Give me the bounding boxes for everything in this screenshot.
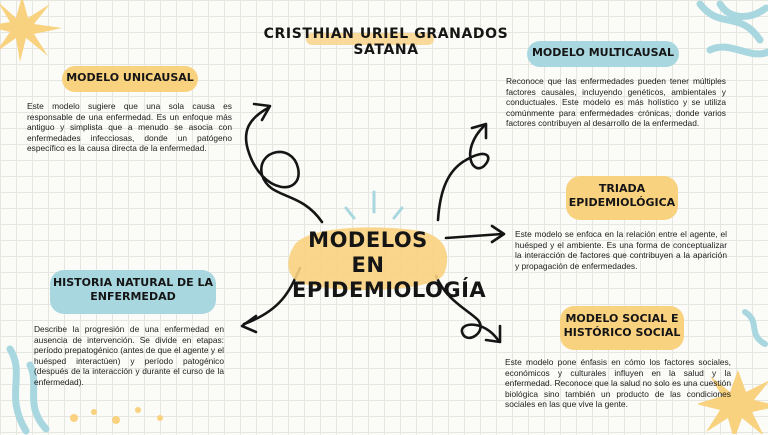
multicausal-description: Reconoce que las enfermedades pueden ten… [506,76,726,129]
triada-title-line2: EPIDEMIOLÓGICA [568,195,676,209]
social-title-line2: HISTÓRICO SOCIAL [563,325,681,339]
multicausal-title: MODELO MULTICAUSAL [531,46,675,59]
center-sparkle-lines [344,190,404,220]
unicausal-title-pill [62,66,198,92]
center-yellow-blob [288,227,448,290]
triada-title-pill [566,176,678,220]
arrow-to-triada [444,232,504,240]
blue-flourish-right [742,309,768,347]
historia-title: HISTORIA NATURAL DE LA ENFERMEDAD [50,276,216,304]
arrowhead-social [484,324,502,344]
yellow-splash-bottom-right [698,370,768,434]
unicausal-title: MODELO UNICAUSAL [66,71,194,84]
historia-description: Describe la progresión de una enfermedad… [34,324,224,387]
social-description: Este modelo pone énfasis en cómo los fac… [505,357,731,410]
social-title: MODELO SOCIAL E HISTÓRICO SOCIAL [560,312,684,340]
arrowhead-unicausal [252,102,272,122]
social-title-line1: MODELO SOCIAL E [565,312,679,325]
arrow-to-multicausal [436,124,490,222]
unicausal-description: Este modelo sugiere que una sola causa e… [27,101,232,154]
central-topic-line1: MODELOS EN [308,228,428,277]
central-topic: MODELOS EN EPIDEMIOLOGÍA [292,228,487,303]
author-highlight [306,33,434,45]
triada-description: Este modelo se enfoca en la relación ent… [515,229,727,271]
historia-title-line2: ENFERMEDAD [90,289,176,303]
multicausal-title-pill [527,41,679,67]
triada-title: TRIADA EPIDEMIOLÓGICA [566,182,678,210]
historia-title-pill [50,270,216,314]
yellow-dots-bottom-left [70,407,163,424]
blue-scribble-bottom-left [6,345,50,435]
arrow-to-unicausal [244,106,324,224]
arrowhead-triada [490,224,506,244]
author-name: CRISTHIAN URIEL GRANADOS SATANA [263,26,509,58]
arrowhead-multicausal [470,122,488,140]
arrowhead-historia [240,314,258,334]
social-title-pill [560,306,684,350]
arrow-to-social [434,274,500,342]
triada-title-line1: TRIADA [598,182,646,195]
historia-title-line1: HISTORIA NATURAL DE LA [52,276,214,289]
blue-scribble-top-right [696,0,768,58]
yellow-sparkle-top-left [0,0,62,62]
central-topic-line2: EPIDEMIOLOGÍA [292,278,487,302]
